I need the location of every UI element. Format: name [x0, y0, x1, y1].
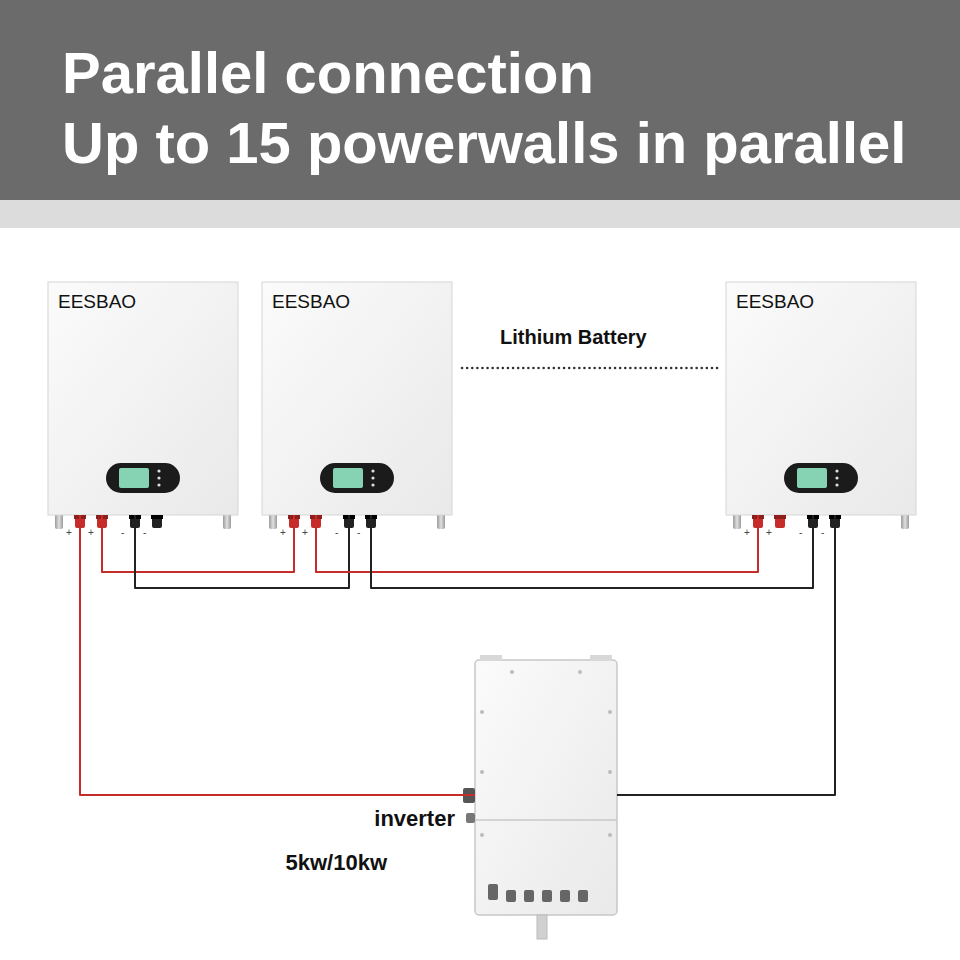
- cable-gland: [488, 884, 498, 900]
- screw: [608, 770, 612, 774]
- inverter-terminal: [466, 813, 475, 823]
- indicator-led: [157, 469, 160, 472]
- battery-unit: EESBAO: [726, 282, 916, 515]
- polarity-mark: -: [121, 527, 124, 538]
- battery-illustrations: [48, 282, 916, 529]
- screw: [578, 670, 582, 674]
- dotted-continuation: [462, 367, 720, 370]
- title: Parallel connection: [62, 40, 594, 106]
- inverter-housing: [475, 660, 617, 915]
- indicator-led: [371, 469, 374, 472]
- indicator-led: [157, 476, 160, 479]
- polarity-mark: +: [744, 527, 750, 538]
- cable-gland: [524, 890, 534, 902]
- device-label: inverter: [374, 806, 455, 832]
- power-cable: [102, 515, 294, 572]
- battery-housing: [48, 282, 238, 515]
- terminal-collar: [151, 515, 163, 519]
- indicator-led: [835, 469, 838, 472]
- title-strip: [0, 200, 960, 228]
- polarity-mark: -: [357, 527, 360, 538]
- brand-label: EESBAO: [58, 291, 136, 314]
- screw: [480, 710, 484, 714]
- inverter-cable: [537, 915, 547, 939]
- power-cable: [371, 515, 813, 588]
- power-cable: [617, 515, 835, 795]
- power-cable: [80, 515, 475, 795]
- battery-drawing: [262, 282, 452, 529]
- cable-gland: [506, 890, 516, 902]
- screw: [608, 710, 612, 714]
- polarity-mark: -: [143, 527, 146, 538]
- lcd-screen: [797, 468, 827, 488]
- battery-drawing: [48, 282, 238, 529]
- indicator-led: [371, 476, 374, 479]
- terminal-collar: [774, 515, 786, 519]
- polarity-mark: -: [335, 527, 338, 538]
- battery-terminal: [152, 515, 162, 528]
- polarity-mark: +: [88, 527, 94, 538]
- display-panel: [784, 463, 858, 493]
- polarity-mark: -: [821, 527, 824, 538]
- polarity-mark: -: [799, 527, 802, 538]
- display-panel: [106, 463, 180, 493]
- polarity-mark: +: [66, 527, 72, 538]
- subtitle: Up to 15 powerwalls in parallel: [62, 110, 906, 176]
- lcd-screen: [333, 468, 363, 488]
- power-cable: [316, 515, 758, 572]
- screw: [510, 670, 514, 674]
- cable-gland: [578, 890, 588, 902]
- battery-unit: EESBAO: [48, 282, 238, 515]
- indicator-led: [835, 483, 838, 486]
- title-band: [0, 0, 960, 200]
- polarity-mark: +: [280, 527, 286, 538]
- cable-gland: [542, 890, 552, 902]
- indicator-led: [835, 476, 838, 479]
- battery-terminal: [775, 515, 785, 528]
- screw: [480, 770, 484, 774]
- indicator-led: [371, 483, 374, 486]
- brand-label: EESBAO: [272, 291, 350, 314]
- display-panel: [320, 463, 394, 493]
- inverter-illustration: [463, 655, 617, 939]
- inverter-seam: [475, 819, 617, 821]
- rating-label: 5kw/10kw: [285, 850, 387, 876]
- inverter-bracket: [590, 655, 612, 661]
- battery-housing: [726, 282, 916, 515]
- group-label: Lithium Battery: [500, 325, 647, 349]
- brand-label: EESBAO: [736, 291, 814, 314]
- screw: [480, 833, 484, 837]
- battery-drawing: [726, 282, 916, 529]
- polarity-mark: +: [766, 527, 772, 538]
- battery-housing: [262, 282, 452, 515]
- battery-unit: EESBAO: [262, 282, 452, 515]
- polarity-mark: +: [302, 527, 308, 538]
- inverter-bracket: [480, 655, 502, 661]
- inverter-unit: inverter5kw/10kw: [475, 660, 617, 915]
- screw: [608, 833, 612, 837]
- indicator-led: [157, 483, 160, 486]
- cable-gland: [560, 890, 570, 902]
- lcd-screen: [119, 468, 149, 488]
